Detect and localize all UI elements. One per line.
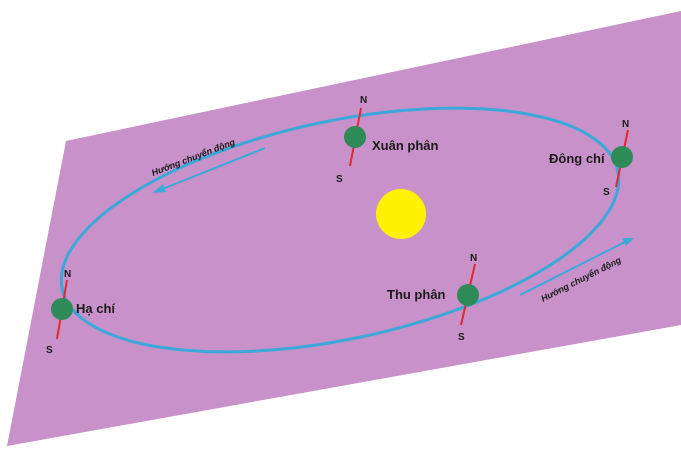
south-pole-label: S xyxy=(336,174,343,185)
earth-dong-chi: N S xyxy=(603,119,633,198)
orbit-path xyxy=(59,106,621,354)
earth-thu-phan: N S xyxy=(457,253,479,343)
earth-ha-chi: N S xyxy=(46,269,73,356)
south-pole-label: S xyxy=(46,345,53,356)
north-pole-label: N xyxy=(64,269,71,280)
earth-globe xyxy=(457,284,479,306)
sun xyxy=(376,189,426,239)
earth-xuan-phan: N S xyxy=(336,95,367,185)
label-dong-chi: Đông chí xyxy=(549,151,605,166)
north-pole-label: N xyxy=(622,119,629,130)
label-thu-phan: Thu phân xyxy=(387,287,446,302)
orbital-plane xyxy=(7,11,681,446)
earth-globe xyxy=(344,126,366,148)
south-pole-label: S xyxy=(458,332,465,343)
earth-globe xyxy=(51,298,73,320)
label-xuan-phan: Xuân phân xyxy=(372,138,439,153)
north-pole-label: N xyxy=(360,95,367,106)
north-pole-label: N xyxy=(470,253,477,264)
direction-arrow-bottom xyxy=(519,238,634,296)
south-pole-label: S xyxy=(603,187,610,198)
label-ha-chi: Hạ chí xyxy=(76,301,115,316)
earth-globe xyxy=(611,146,633,168)
direction-arrow-top xyxy=(152,147,266,193)
